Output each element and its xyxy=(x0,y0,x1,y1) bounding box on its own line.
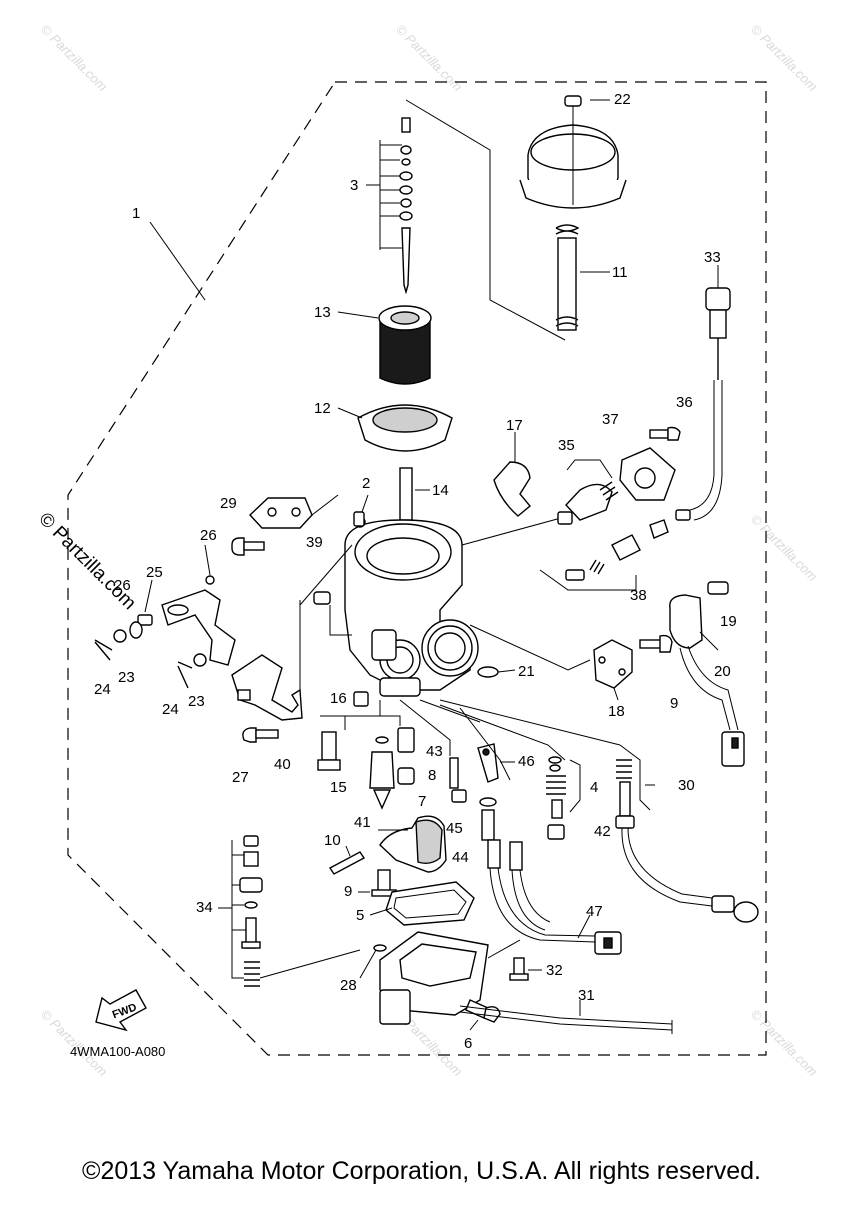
sensor-bracket xyxy=(439,699,621,841)
callout-36: 36 xyxy=(676,394,693,411)
callout-40: 40 xyxy=(274,756,291,773)
jet-parts xyxy=(317,691,481,810)
callout-24-b: 24 xyxy=(162,701,179,718)
sensor-plate xyxy=(469,624,673,701)
throttle-lever xyxy=(231,600,303,721)
bowl-gasket xyxy=(369,881,475,926)
callout-27: 27 xyxy=(232,769,249,786)
choke-cable xyxy=(675,265,731,521)
air-screw-set xyxy=(439,704,581,840)
callout-20: 20 xyxy=(714,663,731,680)
watermark: © Partzilla.com xyxy=(748,22,821,95)
callout-26-b: 26 xyxy=(200,527,217,544)
throttle-spring xyxy=(555,224,610,331)
callout-34: 34 xyxy=(196,899,213,916)
watermark: © Partzilla.com xyxy=(748,1007,821,1080)
needle-jet xyxy=(399,467,430,521)
watermark: © Partzilla.com xyxy=(393,22,466,95)
callout-33: 33 xyxy=(704,249,721,266)
callout-9: 9 xyxy=(344,883,352,900)
callout-6: 6 xyxy=(464,1035,472,1052)
callout-26: 26 xyxy=(114,577,131,594)
callout-13: 13 xyxy=(314,304,331,321)
callout-7: 7 xyxy=(418,793,426,810)
screw-part xyxy=(509,957,542,981)
callout-28: 28 xyxy=(340,977,357,994)
callout-8: 8 xyxy=(428,767,436,784)
o-ring xyxy=(477,666,516,678)
callout-30: 30 xyxy=(678,777,695,794)
callout-43: 43 xyxy=(426,743,443,760)
float xyxy=(378,815,447,873)
callout-23-b: 23 xyxy=(188,693,205,710)
piston-valve xyxy=(337,305,432,385)
watermark: © Partzilla.com xyxy=(748,512,821,585)
fwd-arrow: FWD xyxy=(95,989,147,1032)
plunger-set xyxy=(539,519,669,591)
callout-19: 19 xyxy=(720,613,737,630)
callout-29: 29 xyxy=(220,495,237,512)
callout-21: 21 xyxy=(518,663,535,680)
callout-31: 31 xyxy=(578,987,595,1004)
diaphragm xyxy=(337,404,453,452)
copyright-notice: ©2013 Yamaha Motor Corporation, U.S.A. A… xyxy=(82,1157,761,1185)
callout-42: 42 xyxy=(594,823,611,840)
callout-12: 12 xyxy=(314,400,331,417)
wire-harness xyxy=(487,839,622,955)
cable-bracket xyxy=(129,544,236,666)
callout-4: 4 xyxy=(590,779,598,796)
callout-45: 45 xyxy=(446,820,463,837)
screw-part xyxy=(242,727,279,743)
drain-hose xyxy=(459,1000,673,1034)
throttle-cable xyxy=(615,744,759,923)
starter-elbow xyxy=(493,432,531,517)
callout-9-b: 9 xyxy=(670,695,678,712)
callout-25: 25 xyxy=(146,564,163,581)
callout-32: 32 xyxy=(546,962,563,979)
washer-pin-set xyxy=(94,629,207,689)
callout-5: 5 xyxy=(356,907,364,924)
diaphragm-cover xyxy=(519,95,627,209)
callout-35: 35 xyxy=(558,437,575,454)
watermark: © Partzilla.com xyxy=(38,22,111,95)
callout-47: 47 xyxy=(586,903,603,920)
callout-38: 38 xyxy=(630,587,647,604)
callout-23: 23 xyxy=(118,669,135,686)
callout-46: 46 xyxy=(518,753,535,770)
callout-16: 16 xyxy=(330,690,347,707)
starter-plunger xyxy=(557,459,619,525)
callout-44: 44 xyxy=(452,849,469,866)
watermark-large: © Partzilla.com xyxy=(34,509,139,614)
leader-line xyxy=(149,221,206,301)
callout-37: 37 xyxy=(602,411,619,428)
callout-10: 10 xyxy=(324,832,341,849)
callout-1: 1 xyxy=(132,205,140,222)
drain-jet-stack xyxy=(218,835,361,987)
throttle-sensor xyxy=(669,581,745,767)
callout-layer: 1 2 3 4 5 6 7 8 9 9 10 11 12 13 14 15 16… xyxy=(94,91,737,1052)
callout-3: 3 xyxy=(350,177,358,194)
float-pin xyxy=(328,845,366,875)
bracket-screw xyxy=(231,537,265,556)
callout-17: 17 xyxy=(506,417,523,434)
callout-39: 39 xyxy=(306,534,323,551)
callout-18: 18 xyxy=(608,703,625,720)
screw-part xyxy=(313,591,331,605)
throttle-bracket xyxy=(249,494,339,529)
callout-11: 11 xyxy=(612,264,628,281)
screw-part xyxy=(353,494,369,527)
callout-24: 24 xyxy=(94,681,111,698)
callout-15: 15 xyxy=(330,779,347,796)
diagram-code: 4WMA100-A080 xyxy=(70,1044,165,1059)
starter-cover xyxy=(619,426,681,501)
pilot-screw-set xyxy=(366,99,566,341)
callout-2: 2 xyxy=(362,475,370,492)
bowl-screw xyxy=(358,869,397,897)
assembly-frame xyxy=(67,81,767,1056)
callout-14: 14 xyxy=(432,482,449,499)
callout-22: 22 xyxy=(614,91,631,108)
callout-41: 41 xyxy=(354,814,371,831)
